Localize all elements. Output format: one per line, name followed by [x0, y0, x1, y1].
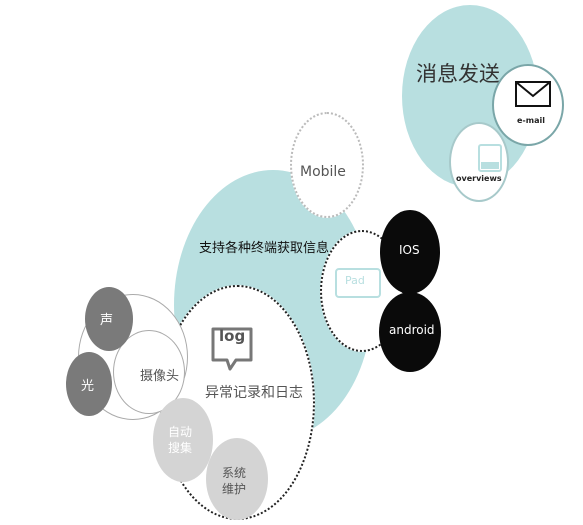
- terminal-support-title: 支持各种终端获取信息: [199, 241, 330, 256]
- message-send-title: 消息发送: [416, 62, 500, 86]
- mobile-label: Mobile: [300, 164, 346, 180]
- light-circle: [66, 352, 112, 416]
- mobile-circle: [290, 112, 364, 218]
- tablet-icon: [478, 144, 502, 172]
- system-maintenance-circle: [206, 438, 268, 520]
- pad-label: Pad: [345, 274, 365, 287]
- sound-circle: [85, 287, 133, 351]
- log-title: 异常记录和日志: [205, 385, 303, 401]
- envelope-icon: [515, 81, 551, 107]
- system-maintenance-label: 系统 维护: [222, 466, 247, 496]
- light-label: 光: [81, 379, 95, 394]
- sound-label: 声: [100, 313, 114, 328]
- camera-label: 摄像头: [140, 369, 180, 384]
- ios-label: IOS: [399, 243, 420, 257]
- android-circle: [379, 292, 441, 372]
- overviews-label: overviews: [456, 174, 502, 183]
- android-label: android: [389, 323, 435, 337]
- auto-collect-circle: [153, 398, 213, 482]
- auto-collect-label: 自动 搜集: [168, 425, 193, 455]
- email-label: e-mail: [517, 116, 545, 125]
- ios-circle: [380, 210, 440, 294]
- log-speech-bubble-icon: [211, 327, 253, 371]
- pad-icon: [335, 268, 381, 298]
- log-icon-text: log: [219, 327, 246, 345]
